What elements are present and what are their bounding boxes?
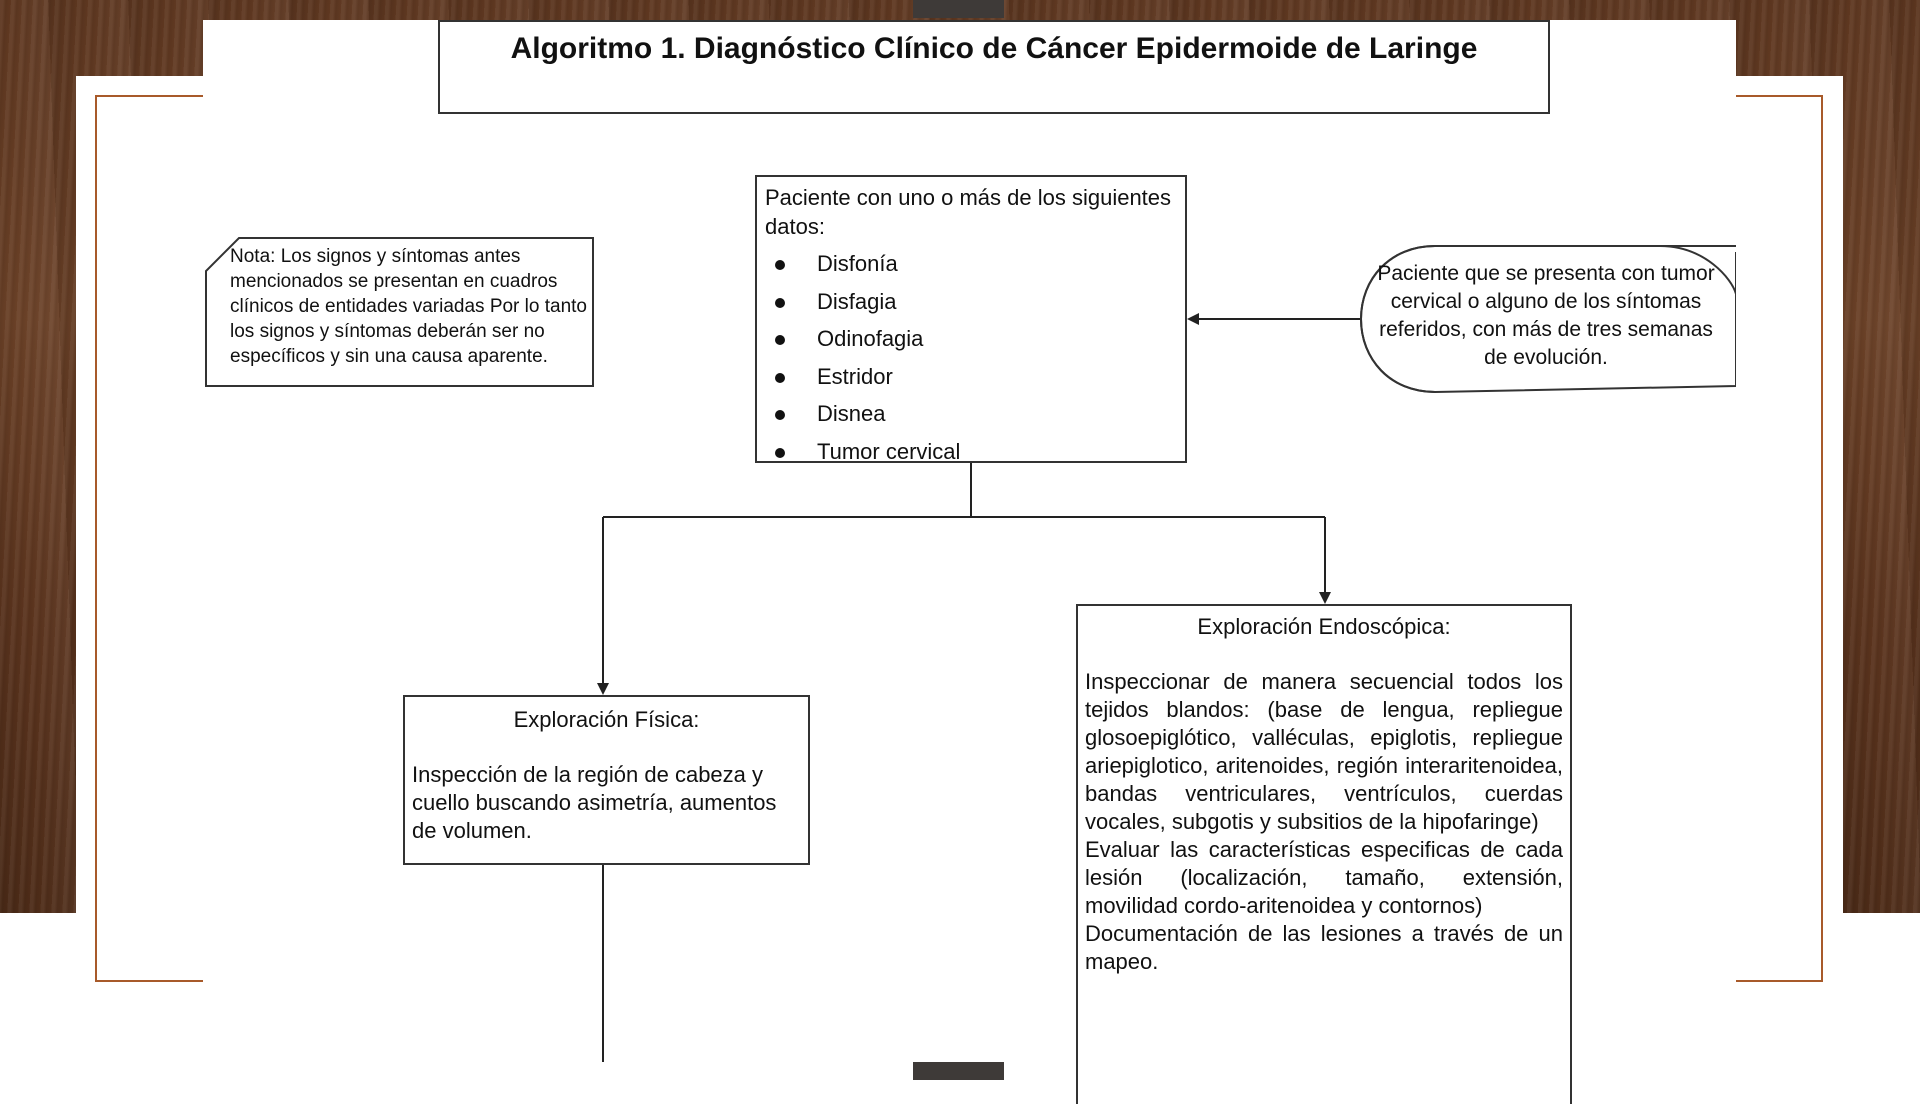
oval-box: Paciente que se presenta con tumor cervi…: [1360, 244, 1736, 394]
note-box: Nota: Los signos y síntomas antes mencio…: [205, 237, 595, 387]
top-tab: [913, 0, 1004, 18]
note-text: Nota: Los signos y síntomas antes mencio…: [230, 246, 587, 367]
oval-shape: [1360, 245, 1736, 394]
endoscopica-paragraph: Inspeccionar de manera secuencial todos …: [1085, 669, 1563, 834]
endoscopica-paragraph: Documentación de las lesiones a través d…: [1085, 921, 1563, 974]
criteria-item: Estridor: [765, 358, 1177, 396]
criteria-item: Disfonía: [765, 245, 1177, 283]
criteria-item: Tumor cervical: [765, 433, 1177, 471]
note-shape: [205, 237, 594, 387]
bottom-tab: [913, 1062, 1004, 1080]
criteria-item: Disnea: [765, 395, 1177, 433]
diagram-title: Algoritmo 1. Diagnóstico Clínico de Cánc…: [438, 20, 1550, 114]
endoscopica-body: Inspeccionar de manera secuencial todos …: [1085, 668, 1563, 976]
endoscopica-heading: Exploración Endoscópica:: [1197, 614, 1451, 639]
exploracion-endoscopica-box: Exploración Endoscópica: Inspeccionar de…: [1076, 604, 1572, 1104]
fisica-heading: Exploración Física:: [513, 707, 700, 732]
criteria-item: Disfagia: [765, 283, 1177, 321]
endoscopica-paragraph: Evaluar las características especificas …: [1085, 837, 1563, 918]
criteria-intro: Paciente con uno o más de los siguientes…: [765, 185, 1172, 239]
exploracion-fisica-box: Exploración Física: Inspección de la reg…: [403, 695, 810, 865]
patient-criteria-box: Paciente con uno o más de los siguientes…: [755, 175, 1187, 464]
criteria-list: Disfonía Disfagia Odinofagia Estridor Di…: [765, 245, 1177, 470]
connector-lines: [597, 313, 1361, 1062]
oval-text: Paciente que se presenta con tumor cervi…: [1377, 262, 1715, 369]
fisica-body: Inspección de la región de cabeza y cuel…: [412, 762, 777, 843]
criteria-item: Odinofagia: [765, 320, 1177, 358]
algorithm-diagram: Algoritmo 1. Diagnóstico Clínico de Cánc…: [203, 20, 1736, 1104]
